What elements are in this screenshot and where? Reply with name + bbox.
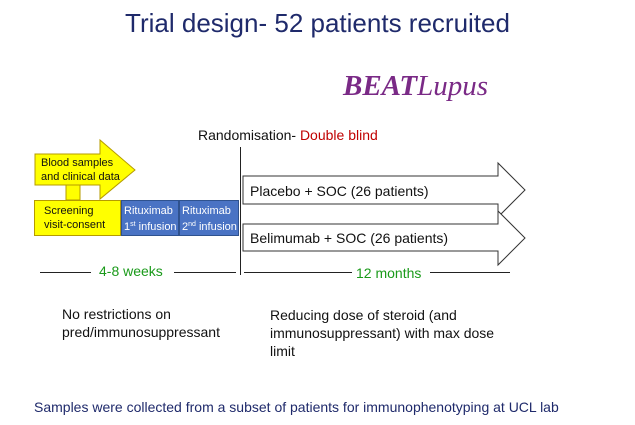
pre-period-line-left [40,272,91,273]
post-period-line-right [430,272,510,273]
post-period-line-left [244,272,352,273]
belimumab-arm-label: Belimumab + SOC (26 patients) [250,230,449,246]
logo-part-lupus: Lupus [417,70,489,102]
post-desc-line1: Reducing dose of steroid (and [270,307,457,323]
post-desc-line2: immunosuppressant) with max dose [270,325,495,341]
beatlupus-logo: BEATLupus [343,70,488,103]
pre-period-line-right [174,272,236,273]
randomisation-text: Randomisation- [198,127,300,143]
randomisation-divider [240,147,241,275]
post-period-description: Reducing dose of steroid (and immunosupp… [270,306,494,360]
pre-period-description: No restrictions on pred/immunosuppressan… [62,305,220,341]
rituximab2-line1: Rituximab [182,205,231,217]
randomisation-label: Randomisation- Double blind [198,127,378,143]
slide-title: Trial design- 52 patients recruited [125,8,510,38]
rituximab1-line2: 1st infusion [124,221,177,233]
screening-line2: visit-consent [44,219,106,231]
blood-samples-label: Blood samples and clinical data [41,156,120,184]
rituximab1-line1: Rituximab [124,205,173,217]
logo-part-beat: BEAT [343,70,418,102]
blood-samples-line1: Blood samples [41,157,114,169]
blood-samples-line2: and clinical data [41,171,120,183]
pre-desc-line2: pred/immunosuppressant [62,324,220,340]
footnote: Samples were collected from a subset of … [34,399,559,415]
pre-desc-line1: No restrictions on [62,306,171,322]
double-blind-text: Double blind [299,127,378,143]
screening-line1: Screening [44,205,94,217]
rituximab2-line2: 2nd infusion [182,221,237,233]
post-period-label: 12 months [356,265,422,281]
screening-box: Screening visit-consent [34,200,121,236]
rituximab-second-infusion-box: Rituximab 2nd infusion [179,200,239,236]
placebo-arm-label: Placebo + SOC (26 patients) [250,183,429,199]
rituximab-first-infusion-box: Rituximab 1st infusion [121,200,179,236]
post-desc-line3: limit [270,343,295,359]
pre-period-label: 4-8 weeks [99,263,163,279]
